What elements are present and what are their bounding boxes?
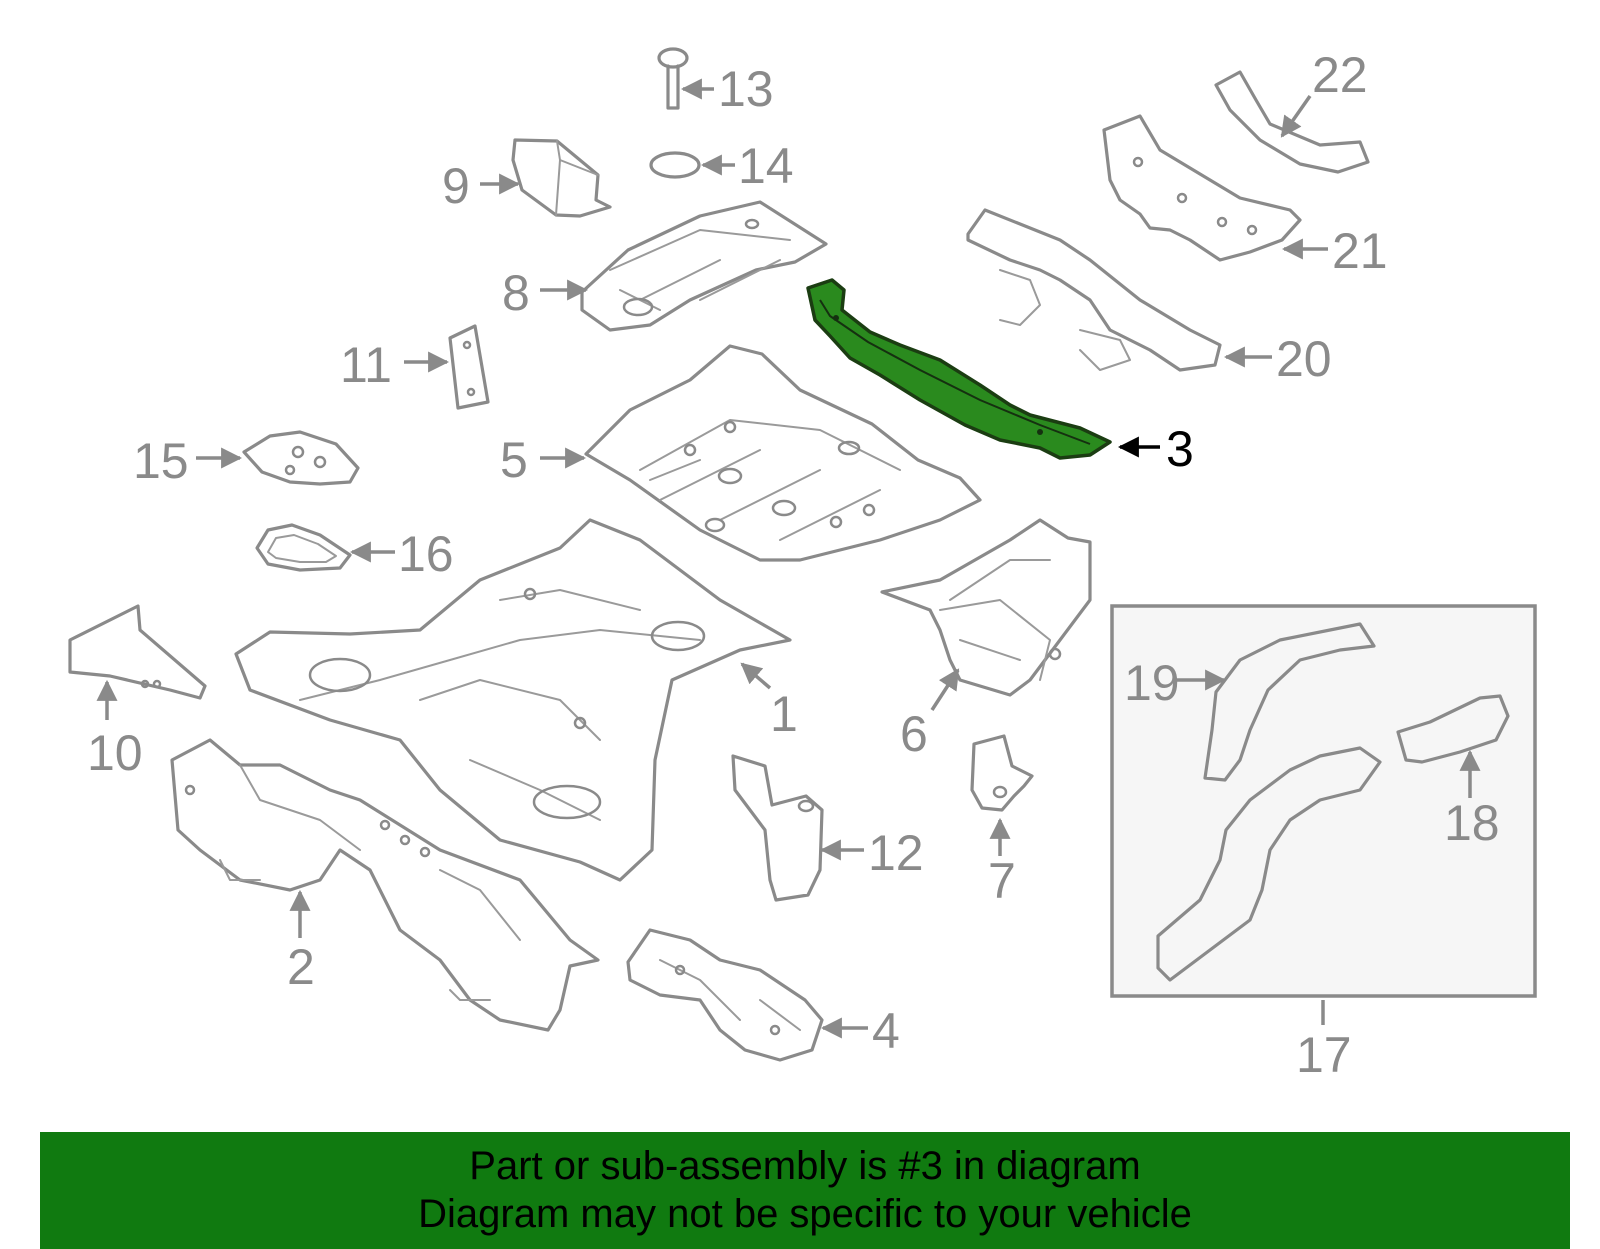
part-15-gasket[interactable] — [242, 430, 360, 486]
callout-7[interactable]: 7 — [988, 853, 1016, 909]
callout-9[interactable]: 9 — [442, 158, 470, 214]
part-2-side-member[interactable] — [170, 738, 600, 1032]
banner-line-2: Diagram may not be specific to your vehi… — [418, 1192, 1192, 1236]
callout-1[interactable]: 1 — [770, 686, 798, 742]
callout-6[interactable]: 6 — [900, 706, 928, 762]
callout-19[interactable]: 19 — [1124, 655, 1180, 711]
part-1-floor-pan[interactable] — [234, 518, 792, 882]
callout-3[interactable]: 3 — [1166, 421, 1194, 477]
callout-8[interactable]: 8 — [502, 265, 530, 321]
callout-2[interactable]: 2 — [287, 939, 315, 995]
callout-20[interactable]: 20 — [1276, 331, 1332, 387]
part-5-rear-floor[interactable] — [584, 344, 982, 562]
part-17-wheelhouse — [1156, 746, 1382, 982]
callout-12[interactable]: 12 — [868, 825, 924, 881]
callout-labels: 13 14 9 8 11 15 5 16 10 1 2 4 12 6 7 3 2… — [87, 47, 1500, 1083]
callout-10[interactable]: 10 — [87, 725, 143, 781]
callout-11[interactable]: 11 — [340, 337, 392, 393]
subassembly-17-box[interactable] — [1110, 604, 1537, 998]
part-22-bracket[interactable] — [1214, 70, 1370, 174]
part-20-crossmember[interactable] — [966, 208, 1222, 372]
part-6-rear-panel[interactable] — [880, 518, 1092, 697]
part-21-reinforcement[interactable] — [1102, 114, 1302, 262]
part-13-bolt[interactable] — [657, 47, 689, 110]
part-16-seal[interactable] — [255, 523, 352, 572]
part-9-bracket[interactable] — [511, 138, 612, 218]
part-10-trim[interactable] — [68, 604, 207, 700]
part-18-bracket — [1396, 694, 1510, 764]
callout-22[interactable]: 22 — [1312, 47, 1368, 103]
part-19-inner-arch — [1203, 622, 1376, 782]
part-12-bracket[interactable] — [731, 754, 824, 902]
part-11-plate[interactable] — [448, 324, 490, 410]
part-14-washer[interactable] — [649, 151, 701, 179]
callout-13[interactable]: 13 — [718, 61, 774, 117]
callout-5[interactable]: 5 — [500, 432, 528, 488]
callout-14[interactable]: 14 — [738, 138, 794, 194]
callout-15[interactable]: 15 — [133, 433, 189, 489]
info-banner: Part or sub-assembly is #3 in diagram Di… — [40, 1132, 1570, 1249]
part-7-bracket[interactable] — [970, 734, 1034, 812]
callout-4[interactable]: 4 — [872, 1003, 900, 1059]
part-4-rear-member[interactable] — [626, 928, 824, 1062]
callout-21[interactable]: 21 — [1332, 223, 1388, 279]
part-8-floor-panel[interactable] — [580, 200, 828, 332]
callout-18[interactable]: 18 — [1444, 795, 1500, 851]
callout-17[interactable]: 17 — [1296, 1027, 1352, 1083]
part-3-highlighted-rail[interactable] — [806, 278, 1112, 460]
callout-16[interactable]: 16 — [398, 526, 454, 582]
banner-line-1: Part or sub-assembly is #3 in diagram — [469, 1144, 1141, 1188]
leader-lines — [96, 78, 1481, 1039]
